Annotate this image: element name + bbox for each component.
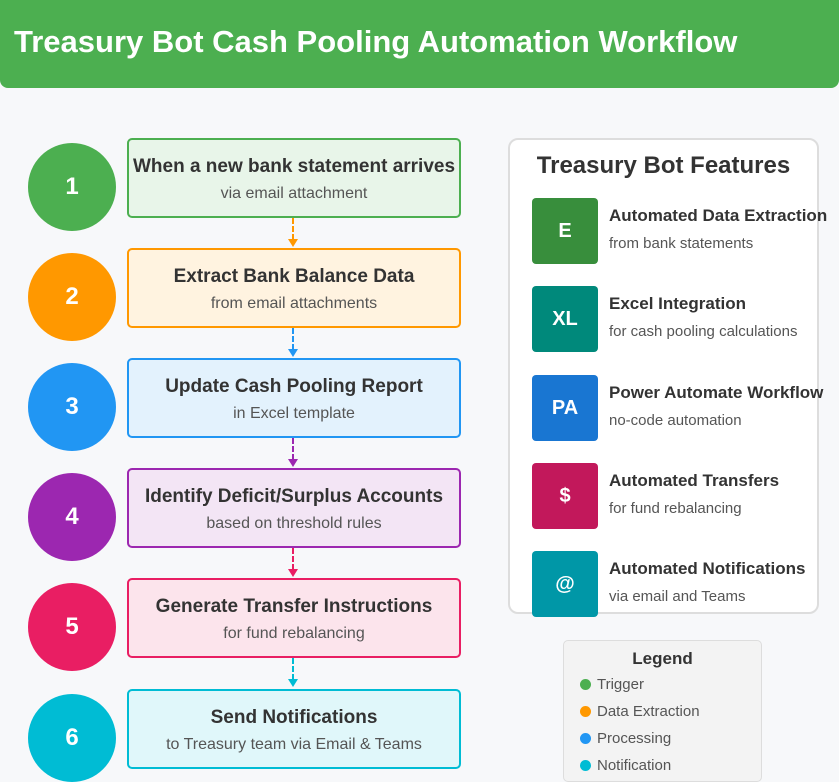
legend-item: Data Extraction [580,703,700,720]
arrow-down-icon [288,349,298,357]
features-title: Treasury Bot Features [536,152,791,179]
feature-icon: PA [532,375,598,441]
step-box: Update Cash Pooling Report in Excel temp… [127,358,461,438]
step-box: Extract Bank Balance Data from email att… [127,248,461,328]
legend: Legend Trigger Data Extraction Processin… [563,640,762,782]
connector-line [292,218,294,240]
feature-subtitle: via email and Teams [609,588,746,605]
feature-title: Automated Notifications [609,559,806,578]
feature-icon: @ [532,551,598,617]
step-box: Send Notifications to Treasury team via … [127,689,461,769]
arrow-down-icon [288,459,298,467]
legend-dot-icon [580,760,591,771]
connector-line [292,658,294,680]
feature-icon: $ [532,463,598,529]
feature-title: Automated Transfers [609,471,780,490]
connector-line [292,438,294,460]
step-title: Identify Deficit/Surplus Accounts [144,486,444,507]
connector-line [292,328,294,350]
arrow-down-icon [288,679,298,687]
step-title: Generate Transfer Instructions [155,596,433,617]
step-title: Extract Bank Balance Data [173,266,415,287]
feature-icon: E [532,198,598,264]
feature-icon: XL [532,286,598,352]
step-number-circle: 4 [28,473,116,561]
feature-subtitle: from bank statements [609,235,754,252]
legend-label: Notification [597,757,672,774]
step-number-circle: 5 [28,583,116,671]
legend-label: Trigger [597,676,644,693]
step-subtitle: for fund rebalancing [223,625,365,642]
feature-item: @ Automated Notifications via email and … [532,551,832,617]
features-panel: Treasury Bot Features E Automated Data E… [508,138,827,617]
feature-item: XL Excel Integration for cash pooling ca… [532,286,832,352]
step-subtitle: in Excel template [233,405,355,422]
feature-item: PA Power Automate Workflow no-code autom… [532,375,832,441]
legend-dot-icon [580,679,591,690]
arrow-down-icon [288,569,298,577]
legend-item: Notification [580,757,671,774]
feature-title: Excel Integration [609,294,746,313]
legend-item: Processing [580,730,671,747]
step-subtitle: based on threshold rules [206,515,382,532]
feature-subtitle: for fund rebalancing [609,500,742,517]
feature-item: $ Automated Transfers for fund rebalanci… [532,463,832,529]
legend-item: Trigger [580,676,644,693]
step-title: Send Notifications [210,707,378,728]
step-number-circle: 3 [28,363,116,451]
header: Treasury Bot Cash Pooling Automation Wor… [0,0,839,88]
arrow-down-icon [288,239,298,247]
legend-dot-icon [580,706,591,717]
step-title: Update Cash Pooling Report [165,376,423,397]
feature-subtitle: no-code automation [609,412,742,429]
legend-label: Data Extraction [597,703,700,720]
step-number-circle: 6 [28,694,116,782]
legend-dot-icon [580,733,591,744]
page-title: Treasury Bot Cash Pooling Automation Wor… [14,24,738,59]
feature-subtitle: for cash pooling calculations [609,323,798,340]
feature-title: Power Automate Workflow [609,383,824,402]
step-box: Generate Transfer Instructions for fund … [127,578,461,658]
feature-title: Automated Data Extraction [609,206,828,225]
legend-label: Processing [597,730,672,747]
step-box: When a new bank statement arrives via em… [127,138,461,218]
legend-title: Legend [632,649,693,668]
connector-line [292,548,294,570]
step-number-circle: 1 [28,143,116,231]
feature-item: E Automated Data Extraction from bank st… [532,198,832,264]
step-subtitle: via email attachment [220,185,368,202]
step-box: Identify Deficit/Surplus Accounts based … [127,468,461,548]
step-title: When a new bank statement arrives [132,156,456,177]
step-number-circle: 2 [28,253,116,341]
step-subtitle: to Treasury team via Email & Teams [166,736,422,753]
step-subtitle: from email attachments [210,295,378,312]
